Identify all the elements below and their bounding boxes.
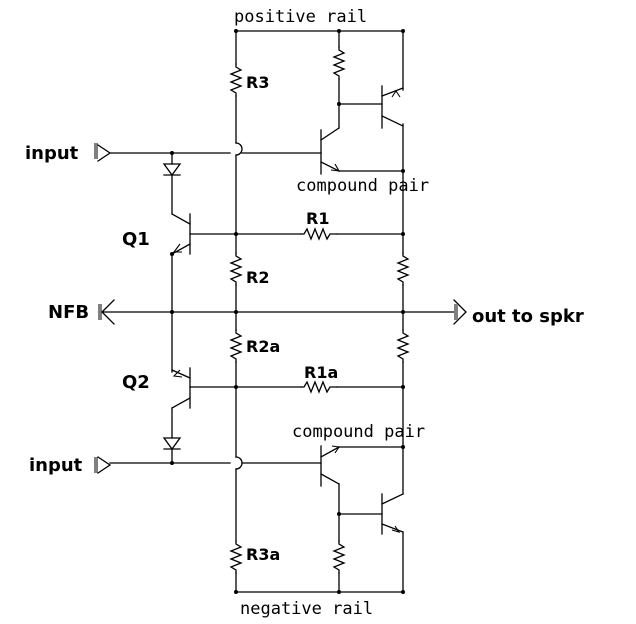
output-label: out to spkr	[472, 306, 584, 327]
diode-top	[162, 152, 182, 215]
r2-label: R2	[246, 268, 269, 287]
input-bottom-label: input	[29, 455, 83, 476]
r3a-label: R3a	[246, 545, 280, 564]
input-top-port	[94, 143, 112, 162]
compound-pair-bottom-label: compound pair	[292, 422, 425, 442]
resistor-r1a	[300, 380, 404, 394]
compound-pair-top	[320, 30, 404, 175]
nfb-label: NFB	[48, 302, 89, 323]
compound-pair-top-label: compound pair	[296, 176, 429, 196]
input-bottom-port	[94, 456, 112, 474]
diode-bottom	[162, 407, 182, 464]
input-top-label: input	[25, 143, 79, 164]
junction-dots	[170, 29, 405, 594]
negative-rail-label: negative rail	[240, 599, 373, 619]
output-port	[453, 299, 467, 325]
left-main-vertical	[229, 30, 243, 593]
positive-rail-label: positive rail	[234, 7, 367, 27]
q1-label: Q1	[122, 229, 150, 250]
q2-label: Q2	[122, 372, 150, 393]
resistor-r1	[300, 227, 404, 241]
r3-label: R3	[246, 73, 269, 92]
r1-label: R1	[306, 209, 329, 228]
transistor-q2	[171, 367, 302, 409]
transistor-q1	[171, 213, 302, 255]
compound-pair-bottom	[320, 445, 404, 593]
right-main-vertical	[396, 30, 410, 593]
r2a-label: R2a	[246, 337, 280, 356]
r1a-label: R1a	[304, 363, 338, 382]
